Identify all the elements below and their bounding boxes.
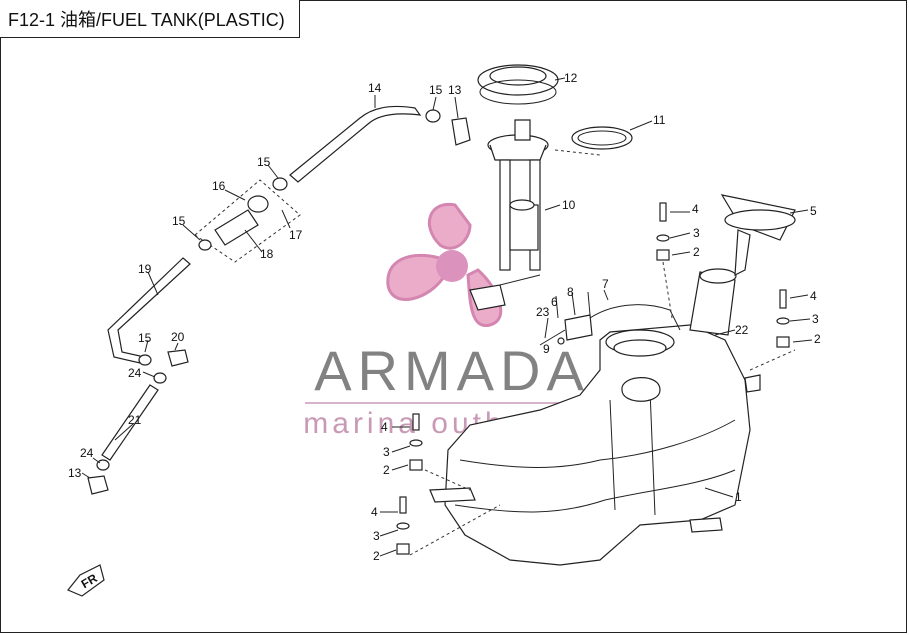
leader-lines bbox=[81, 77, 813, 557]
fuel-hose-19 bbox=[107, 257, 191, 364]
callout-17: 17 bbox=[289, 228, 303, 242]
callout-labels: 1 2 2 2 2 3 3 3 3 4 4 4 4 5 6 7 8 9 10 1… bbox=[68, 71, 821, 563]
callout-7: 7 bbox=[602, 277, 609, 291]
callout-3: 3 bbox=[373, 529, 380, 543]
callout-5: 5 bbox=[810, 204, 817, 218]
callout-2: 2 bbox=[383, 463, 390, 477]
pump-seal-part bbox=[571, 126, 633, 150]
fuel-hose-21 bbox=[101, 384, 159, 461]
callout-14: 14 bbox=[368, 81, 382, 95]
vent-valve-part bbox=[539, 304, 681, 346]
callout-15: 15 bbox=[257, 155, 271, 169]
callout-10: 10 bbox=[562, 198, 576, 212]
filler-neck-part bbox=[689, 229, 751, 336]
armada-logo-icon bbox=[386, 202, 503, 327]
callout-2: 2 bbox=[693, 245, 700, 259]
callout-8: 8 bbox=[567, 285, 574, 299]
callout-4: 4 bbox=[810, 289, 817, 303]
mount-hardware-right-top bbox=[656, 202, 670, 261]
callout-21: 21 bbox=[128, 413, 142, 427]
callout-2: 2 bbox=[373, 549, 380, 563]
callout-3: 3 bbox=[383, 445, 390, 459]
mount-hardware-left-bottom bbox=[396, 496, 410, 555]
filler-cap-part bbox=[720, 194, 796, 241]
connector-13-bottom bbox=[87, 459, 110, 495]
callout-22: 22 bbox=[735, 323, 749, 337]
fuel-hose-14 bbox=[289, 105, 422, 183]
mount-hardware-left-top bbox=[409, 413, 423, 471]
fuel-pump-part bbox=[469, 119, 549, 311]
callout-18: 18 bbox=[260, 247, 274, 261]
lock-ring-part bbox=[477, 64, 559, 105]
callout-4: 4 bbox=[371, 505, 378, 519]
callout-19: 19 bbox=[138, 262, 152, 276]
callout-3: 3 bbox=[693, 226, 700, 240]
callout-4: 4 bbox=[381, 420, 388, 434]
callout-15: 15 bbox=[429, 83, 443, 97]
callout-3: 3 bbox=[812, 312, 819, 326]
callout-4: 4 bbox=[692, 202, 699, 216]
callout-23: 23 bbox=[536, 305, 550, 319]
front-direction-icon: FR bbox=[67, 564, 105, 597]
callout-13: 13 bbox=[448, 83, 462, 97]
callout-6: 6 bbox=[551, 295, 558, 309]
callout-11: 11 bbox=[653, 113, 666, 127]
watermark-brand: ARMADA bbox=[314, 339, 590, 402]
connector-20 bbox=[138, 349, 189, 384]
callout-1: 1 bbox=[735, 490, 742, 504]
callout-16: 16 bbox=[212, 179, 226, 193]
callout-9: 9 bbox=[543, 342, 550, 356]
callout-15: 15 bbox=[172, 214, 186, 228]
callout-20: 20 bbox=[171, 330, 185, 344]
callout-24: 24 bbox=[128, 366, 142, 380]
mount-hardware-right bbox=[776, 289, 790, 348]
page-title: F12-1 油箱/FUEL TANK(PLASTIC) bbox=[8, 10, 285, 30]
fuel-tank-part bbox=[429, 324, 761, 566]
callout-13: 13 bbox=[68, 466, 82, 480]
connector-13-top bbox=[425, 109, 471, 146]
callout-24: 24 bbox=[80, 446, 94, 460]
callout-15: 15 bbox=[138, 331, 152, 345]
fuel-filter-part bbox=[194, 177, 301, 263]
callout-12: 12 bbox=[564, 71, 578, 85]
title-box: F12-1 油箱/FUEL TANK(PLASTIC) bbox=[0, 0, 300, 38]
callout-2: 2 bbox=[814, 332, 821, 346]
